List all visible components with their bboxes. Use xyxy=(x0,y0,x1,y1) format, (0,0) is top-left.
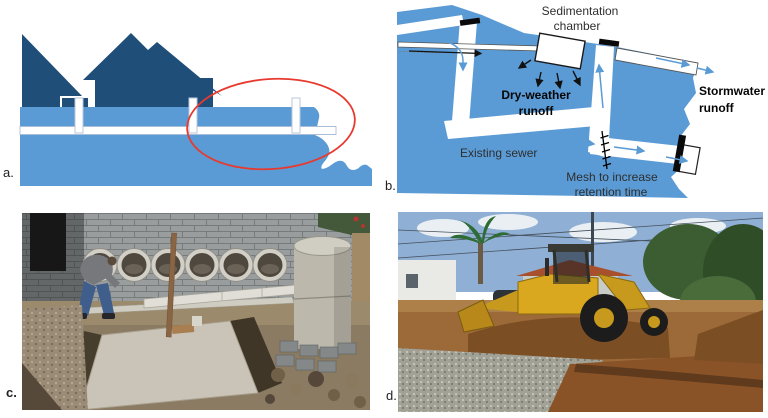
surface-strip xyxy=(397,15,464,35)
mesh-label-line1: Mesh to increase xyxy=(566,170,658,184)
sedimentation-label-line2: chamber xyxy=(554,19,601,33)
manhole-cap-right xyxy=(598,38,620,47)
sedimentation-label-line1: Sedimentation xyxy=(542,4,619,18)
backhoe-loader xyxy=(457,244,668,342)
sedimentation-chamber-box xyxy=(534,32,586,70)
cab-interior xyxy=(553,252,589,284)
rubble-rocks xyxy=(265,368,366,408)
panel-d-label: d. xyxy=(386,388,397,403)
doorway xyxy=(30,213,66,271)
ground-upper-band xyxy=(20,107,320,127)
gravel-bed xyxy=(398,348,603,412)
manhole-cap-left xyxy=(459,17,481,26)
flow-arrows xyxy=(441,39,715,165)
panel-b-label: b. xyxy=(385,178,396,193)
highlight-ellipse xyxy=(186,77,356,171)
panel-a-diagram xyxy=(19,33,372,186)
panel-a-label: a. xyxy=(3,165,14,180)
photo-backhoe-gravel xyxy=(398,212,763,412)
palm-tree xyxy=(450,216,510,284)
photo-construction-pipes xyxy=(22,213,370,410)
mesh-marks xyxy=(600,130,612,170)
stormwater-label-line2: runoff xyxy=(699,101,735,115)
flower xyxy=(361,224,365,228)
manhole-cylinder xyxy=(293,236,352,349)
dry-weather-arrows xyxy=(517,59,581,90)
manhole-risers xyxy=(74,97,301,134)
dirt-mound-right xyxy=(694,310,763,364)
exhaust-pipe xyxy=(545,258,549,276)
dirt-bank-right xyxy=(352,233,370,323)
cab-roof xyxy=(548,244,594,252)
dry-weather-label-line1: Dry-weather xyxy=(501,88,571,102)
stake xyxy=(165,232,177,338)
panel-c-label: c. xyxy=(6,385,17,400)
houses-silhouette xyxy=(22,33,222,107)
panel-b-diagram: Sedimentation chamber Dry-weather runoff… xyxy=(397,4,765,199)
outfall xyxy=(672,134,701,176)
form-board xyxy=(171,324,195,334)
dry-weather-label-line2: runoff xyxy=(519,104,555,118)
stormwater-pipe xyxy=(614,47,699,76)
trench-shadow xyxy=(230,317,282,393)
buried-pipe xyxy=(19,126,337,135)
existing-sewer-label: Existing sewer xyxy=(460,146,537,160)
inflow-arrow xyxy=(408,49,483,58)
bucket xyxy=(192,316,202,326)
flower xyxy=(353,216,359,222)
mesh-label-line2: retention time xyxy=(575,185,648,199)
dirt-ridge xyxy=(574,364,763,388)
block-ring xyxy=(275,340,357,373)
soil-corner xyxy=(22,363,62,410)
ground-lower-band xyxy=(20,135,372,186)
building-window xyxy=(406,274,418,288)
loader-bucket xyxy=(457,299,495,333)
stormwater-label-line1: Stormwater xyxy=(699,84,765,98)
